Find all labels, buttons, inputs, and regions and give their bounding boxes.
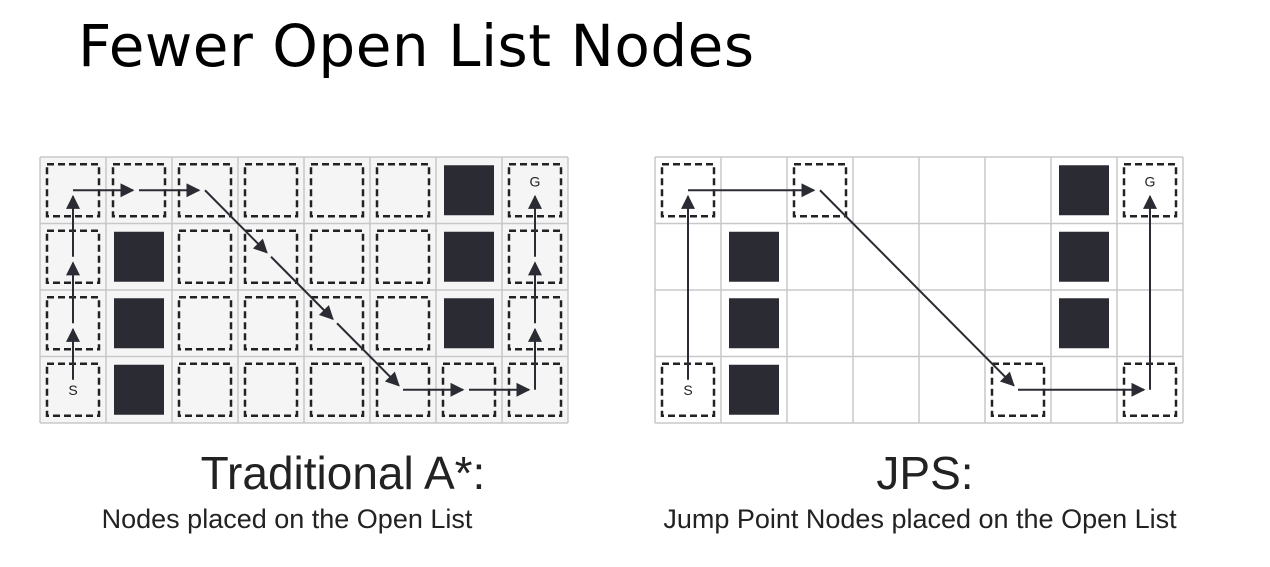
open-list-node — [309, 362, 365, 417]
jps-subcaption: Jump Point Nodes placed on the Open List — [663, 504, 1177, 534]
goal-label: G — [530, 173, 541, 189]
start-label: S — [683, 382, 692, 398]
start-label: S — [68, 382, 77, 398]
open-list-node — [309, 296, 365, 351]
path-arrow — [819, 189, 1015, 387]
traditional-astar-caption: Traditional A*: — [200, 447, 486, 499]
jps-caption: JPS: — [876, 447, 974, 499]
open-list-node — [375, 229, 431, 284]
wall-cell — [1059, 165, 1109, 216]
open-list-node — [243, 296, 299, 351]
open-list-node — [177, 296, 233, 351]
open-list-node — [177, 362, 233, 417]
wall-cell — [114, 364, 164, 415]
open-list-node — [375, 296, 431, 351]
wall-cell — [1059, 298, 1109, 349]
wall-cell — [729, 298, 779, 349]
wall-cell — [444, 165, 494, 216]
open-list-node — [1122, 163, 1178, 218]
open-list-node — [243, 163, 299, 218]
traditional-astar-grid: SG — [39, 156, 569, 424]
open-list-node — [243, 362, 299, 417]
path-arrow — [270, 256, 334, 320]
wall-cell — [444, 231, 494, 282]
wall-cell — [114, 298, 164, 349]
open-list-node — [309, 163, 365, 218]
open-list-node — [309, 229, 365, 284]
jps-grid: SG — [654, 156, 1184, 424]
goal-label: G — [1145, 173, 1156, 189]
wall-cell — [1059, 231, 1109, 282]
wall-cell — [444, 298, 494, 349]
path-arrow — [204, 189, 268, 254]
open-list-node — [507, 163, 563, 218]
open-list-node — [177, 229, 233, 284]
path-arrow — [336, 322, 400, 387]
traditional-astar-subcaption: Nodes placed on the Open List — [101, 504, 473, 534]
wall-cell — [114, 231, 164, 282]
wall-cell — [729, 231, 779, 282]
open-list-node — [243, 229, 299, 284]
open-list-node — [375, 163, 431, 218]
wall-cell — [729, 364, 779, 415]
page-title: Fewer Open List Nodes — [78, 12, 755, 80]
